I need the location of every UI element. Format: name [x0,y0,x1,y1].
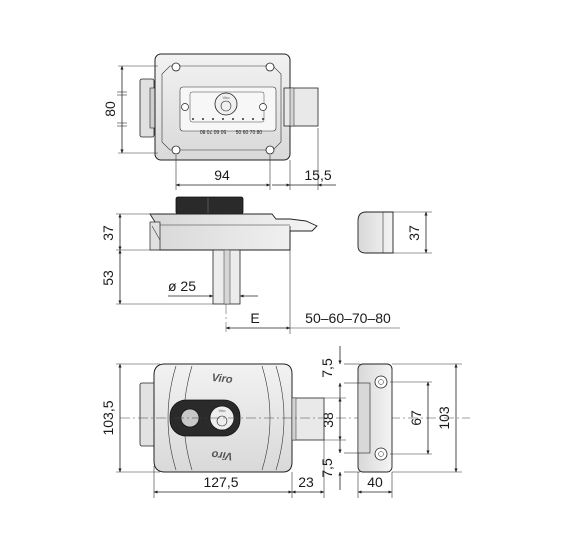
front-brand-top: Viro [211,372,233,386]
top-screw-hole [259,103,267,111]
dim-front-height: 103,5 [100,400,116,435]
top-screw-hole [181,103,189,111]
dim-front-width: 127,5 [203,474,238,490]
dim-top-width: 94 [214,167,230,183]
dim-front-bolt: 23 [298,474,314,490]
top-view: Viro 50 60 70 80 50 60 70 80 80 94 15,5 [102,53,336,190]
dim-keeper-inner: 67 [408,410,424,426]
dim-e-values: 50–60–70–80 [305,310,391,326]
dim-keeper-outer: 103 [436,406,452,430]
top-scale-dots [192,118,264,120]
top-bolt [283,87,319,127]
dim-side-height: 37 [100,225,116,241]
keeper-screw-hole [374,447,388,461]
front-body-curve [167,365,177,471]
front-brand-bottom: Viro [211,448,233,462]
keeper-screw-hole [374,375,388,389]
keeper-slot [357,382,371,454]
side-mount-plate [149,221,161,251]
top-scale-label-right: 50 60 70 80 [236,130,263,136]
keeper-side [357,211,394,254]
dim-offset-top: 7,5 [319,358,335,378]
dim-bolt-height: 38 [320,412,336,428]
top-cylinder-core [220,100,232,112]
top-screw-hole [265,62,275,72]
dim-top-height: 80 [102,101,118,117]
dim-keeper-width: 40 [367,474,383,490]
top-cylinder-label: Viro [222,95,230,100]
front-cylinder-label: Viro [218,408,226,413]
dim-offset-bottom: 7,5 [319,458,335,478]
top-scale-label-left: 50 60 70 80 [200,128,227,134]
top-screw-hole [171,62,181,72]
top-cylinder [214,92,238,116]
dim-top-bolt: 15,5 [304,167,331,183]
side-knob [175,196,244,215]
top-screw-hole [265,145,275,155]
dim-keeper-height: 37 [406,225,422,241]
top-screw-hole [171,145,181,155]
dim-stem-height: 53 [100,270,116,286]
dim-e-label: E [250,310,259,326]
side-view: 37 53 ø 25 E 50–60–70–80 37 [100,196,432,334]
dim-diameter: ø 25 [168,278,196,294]
front-view: Viro Viro Viro 103,5 127,5 23 38 [100,346,470,498]
top-bolt-edge [289,87,295,127]
side-body [149,213,318,251]
front-bolt [291,397,325,441]
